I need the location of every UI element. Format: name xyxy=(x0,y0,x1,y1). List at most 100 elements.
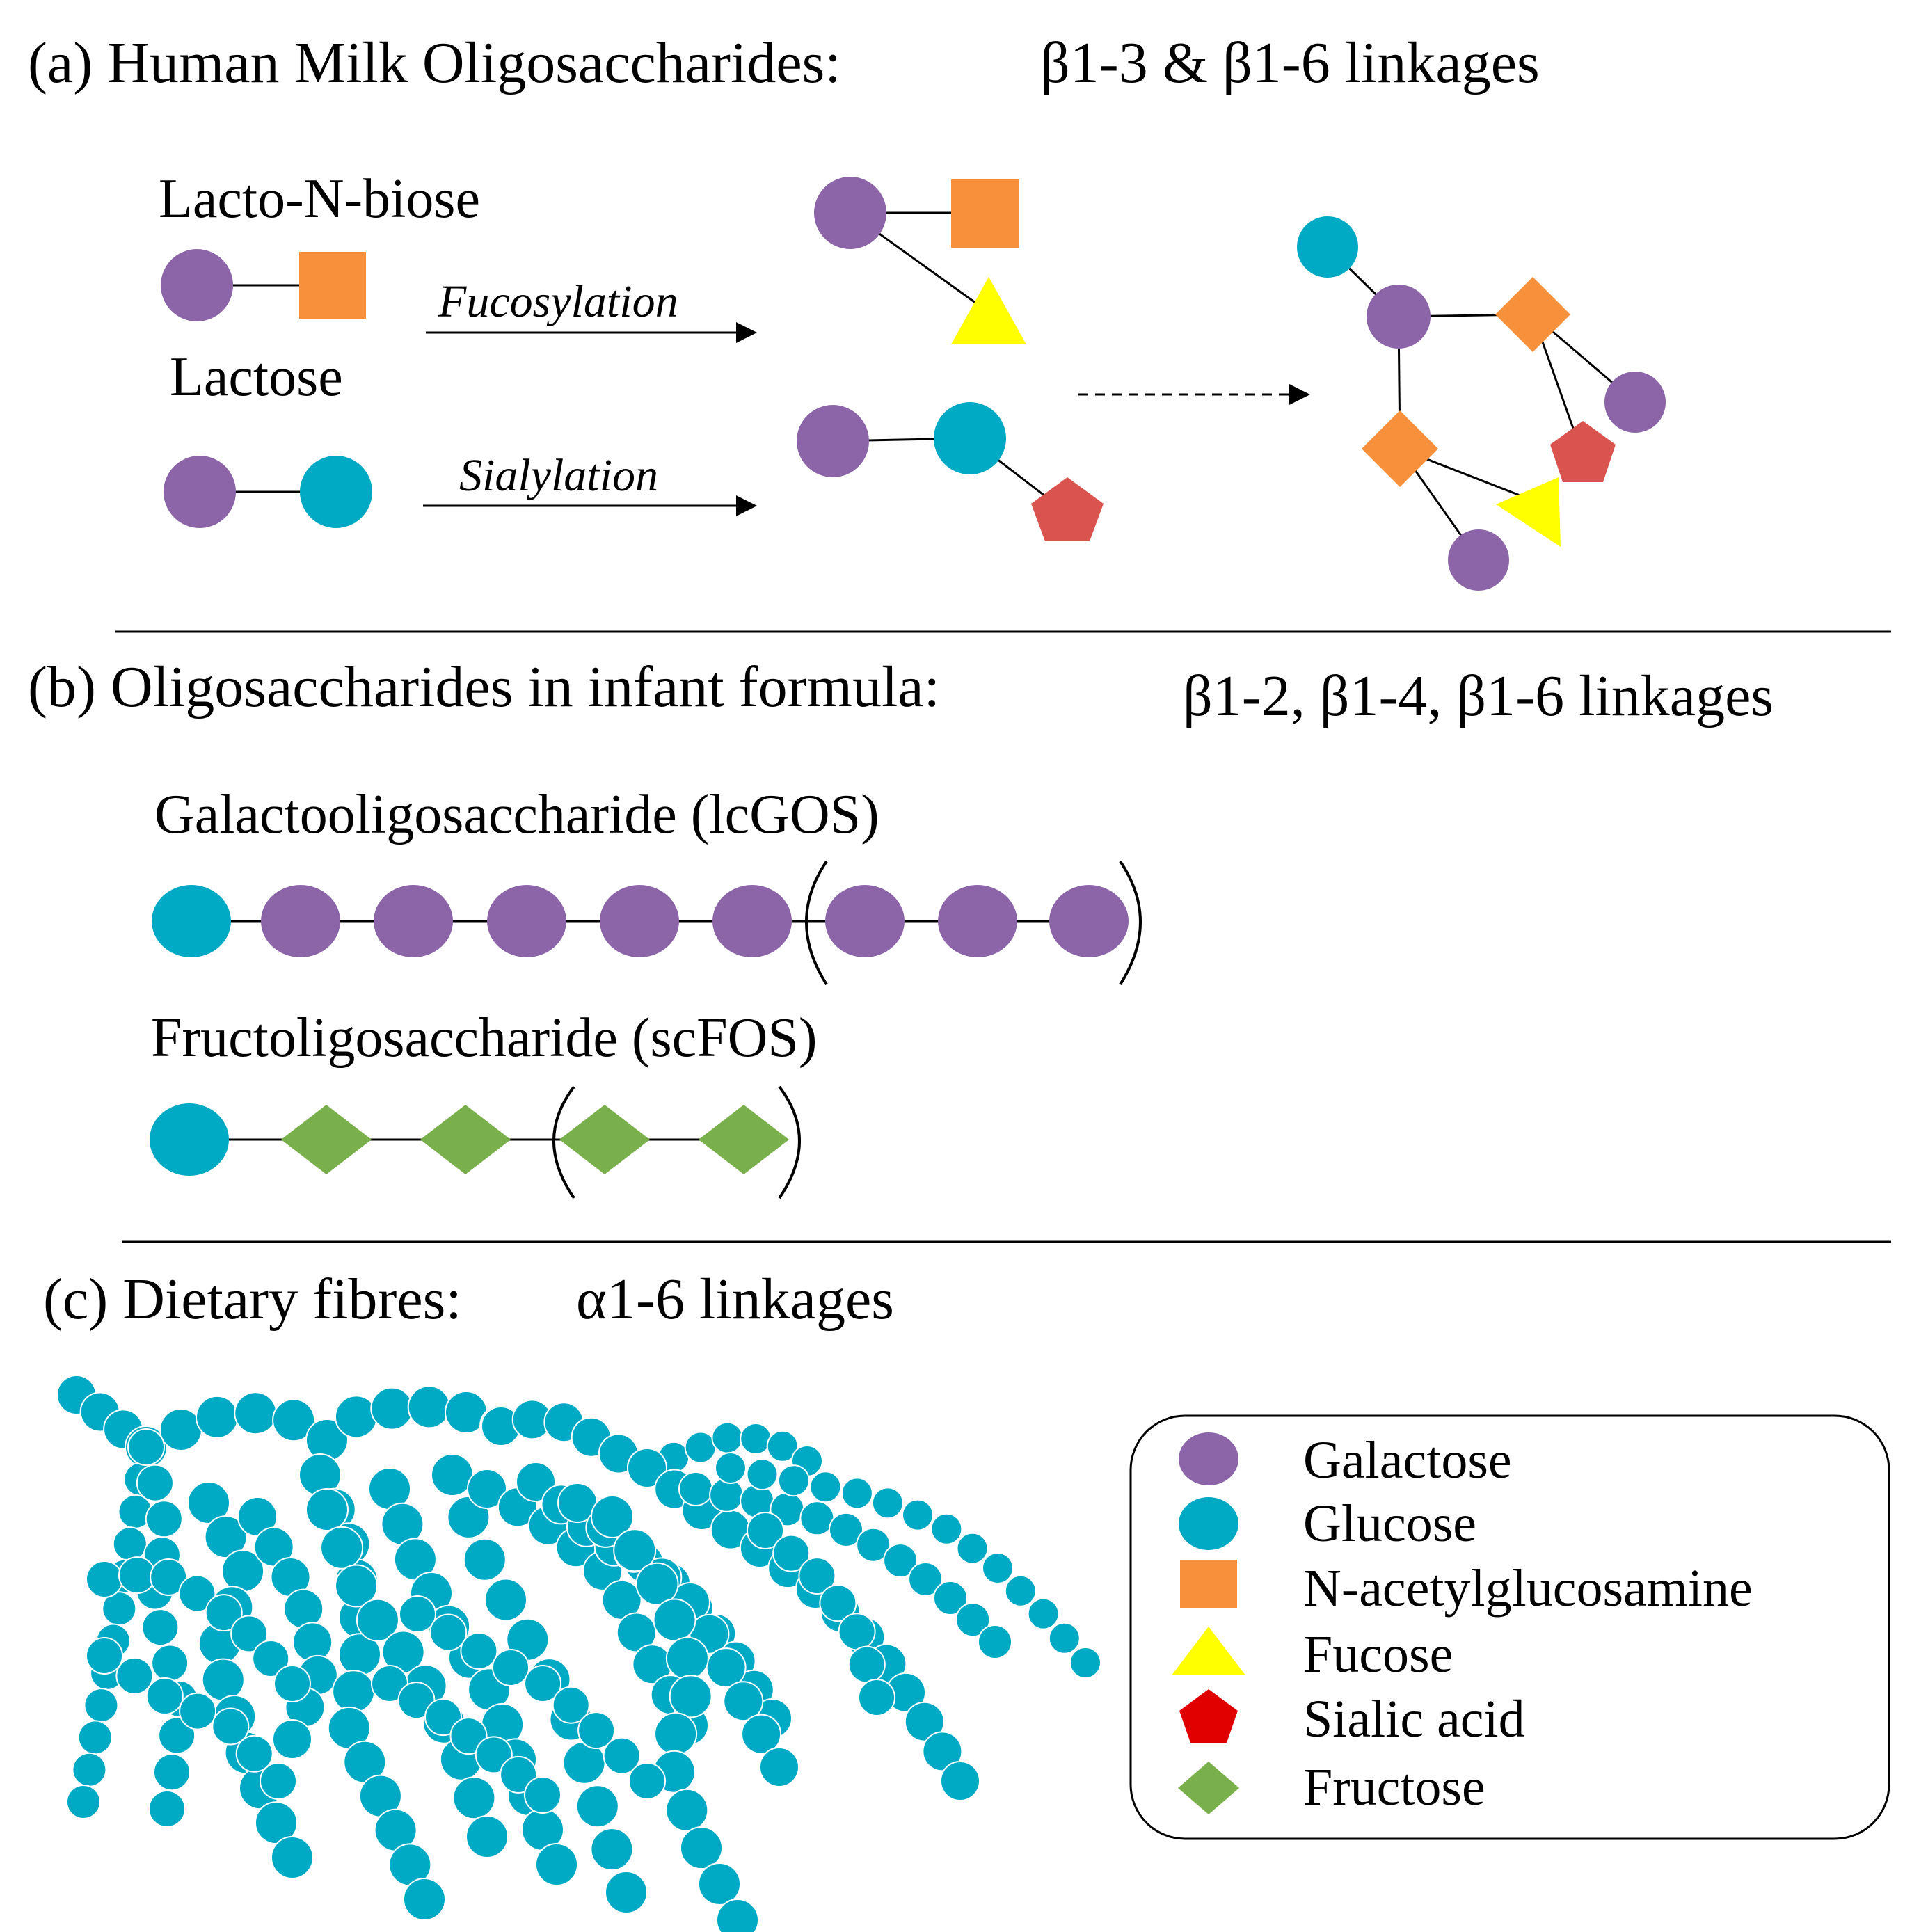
glucose-residue xyxy=(370,1387,414,1430)
glucose-residue xyxy=(809,1471,842,1503)
glucose-residue xyxy=(575,1785,619,1828)
galactose-residue xyxy=(164,456,236,528)
fos-label: Fructoligosaccharide (scFOS) xyxy=(151,1007,818,1069)
sialic-acid-residue xyxy=(1031,477,1104,541)
glucose-residue xyxy=(159,1408,202,1451)
glucose-residue xyxy=(272,1719,312,1759)
open-parenthesis xyxy=(552,1085,575,1199)
glucose-residue xyxy=(141,1608,180,1647)
glucose-residue xyxy=(475,1736,513,1774)
fucosylation-label: Fucosylation xyxy=(438,276,678,327)
glucose-residue xyxy=(118,1556,156,1595)
glucose-residue xyxy=(904,1701,945,1742)
glucose-residue xyxy=(1048,1622,1081,1654)
glucose-residue xyxy=(407,1385,451,1429)
legend-label: Sialic acid xyxy=(1303,1690,1525,1748)
panel-c-title: (c) Dietary fibres: xyxy=(43,1267,462,1332)
glucose-residue xyxy=(678,1471,713,1506)
lactose-glycan xyxy=(164,456,372,528)
glucose-residue xyxy=(86,1637,123,1675)
legend-label: Fructose xyxy=(1303,1758,1485,1817)
glucose-residue xyxy=(524,1776,561,1814)
glucose-residue xyxy=(933,1581,968,1615)
glucose-residue xyxy=(452,1776,496,1820)
glucose-residue xyxy=(902,1499,934,1531)
panel-a-title: (a) Human Milk Oligosaccharides: xyxy=(28,31,841,95)
panel-c-linkages: α1-6 linkages xyxy=(576,1267,894,1332)
panel-a-linkages: β1-3 & β1-6 linkages xyxy=(1040,31,1540,95)
galactose-residue xyxy=(261,885,340,957)
fructose-legend-icon xyxy=(1178,1762,1239,1814)
glucose-residue xyxy=(300,456,372,528)
glucose-residue xyxy=(698,1862,741,1906)
nacetylglucosamine-residue xyxy=(299,252,366,319)
glucose-residue xyxy=(516,1462,556,1502)
galactose-residue xyxy=(814,177,886,249)
panel-a: (a) Human Milk Oligosaccharides: β1-3 & … xyxy=(28,31,1666,591)
glucose-residue xyxy=(187,1481,230,1524)
galactose-residue xyxy=(938,885,1017,957)
glucose-residue xyxy=(66,1785,101,1819)
glucose-residue xyxy=(746,1458,779,1491)
legend-label: N-acetylglucosamine xyxy=(1303,1559,1753,1618)
glucose-residue xyxy=(603,1737,641,1775)
glucose-residue xyxy=(577,1711,616,1750)
glucose-residue xyxy=(492,1649,529,1686)
glucose-residue xyxy=(798,1557,836,1595)
glucose-residue xyxy=(152,885,231,957)
glucose-residue xyxy=(356,1598,399,1642)
glucose-residue xyxy=(635,1562,679,1606)
glucose-residue xyxy=(772,1534,811,1572)
glucose-residue xyxy=(838,1613,876,1651)
nacetylglucosamine-residue xyxy=(951,179,1019,248)
glucose-residue xyxy=(524,1665,562,1702)
lactose-label: Lactose xyxy=(170,346,343,408)
legend-item-sialic-acid: Sialic acid xyxy=(1179,1689,1525,1748)
galactose-legend-icon xyxy=(1179,1432,1238,1485)
glucose-residue xyxy=(465,1815,509,1858)
glucose-residue xyxy=(179,1692,217,1730)
glucose-residue xyxy=(201,1658,245,1702)
galactose-residue xyxy=(487,885,566,957)
panel-c: (c) Dietary fibres: α1-6 linkages Galact… xyxy=(43,1267,1890,1932)
galactose-residue xyxy=(825,885,905,957)
sialic-acid-residue xyxy=(1550,421,1616,482)
glucose-residue xyxy=(205,1594,243,1632)
glucose-residue xyxy=(741,1714,782,1755)
glucose-residue xyxy=(759,1747,799,1787)
galactose-residue xyxy=(1367,285,1431,349)
glucose-residue xyxy=(819,1584,857,1622)
glucose-residue xyxy=(449,1717,488,1755)
glucose-residue xyxy=(955,1602,991,1638)
glucose-residue xyxy=(716,1899,759,1932)
glucose-residue xyxy=(484,1578,527,1622)
glucose-residue xyxy=(1069,1647,1101,1679)
glucose-residue xyxy=(665,1788,709,1832)
glucose-residue xyxy=(158,1716,196,1755)
legend-item-fructose: Fructose xyxy=(1178,1758,1485,1817)
glucose-residue xyxy=(332,1670,376,1714)
glucose-residue xyxy=(234,1391,278,1435)
glucose-residue xyxy=(403,1878,446,1921)
legend-box xyxy=(1129,1414,1890,1840)
glucose-residue xyxy=(829,1512,863,1547)
legend-label: Glucose xyxy=(1303,1494,1476,1553)
galactose-residue xyxy=(1049,885,1129,957)
glucose-residue xyxy=(1297,216,1358,278)
glucose-residue xyxy=(766,1430,799,1462)
complex-hmo-glycan xyxy=(1297,216,1666,591)
glucose-residue xyxy=(429,1613,468,1652)
galactose-residue xyxy=(600,885,679,957)
gos-chain xyxy=(152,860,1142,986)
galactose-residue xyxy=(712,885,792,957)
glucose-residue xyxy=(136,1464,174,1502)
glucose-residue xyxy=(273,1665,311,1702)
glucose-residue xyxy=(665,1636,709,1680)
glucose-residue xyxy=(127,1428,165,1466)
fructose-residue xyxy=(420,1105,511,1174)
glucose-residue xyxy=(397,1682,436,1720)
glucose-residue xyxy=(424,1698,462,1737)
glucose-residue xyxy=(178,1574,216,1613)
glucose-residue xyxy=(320,1526,364,1570)
